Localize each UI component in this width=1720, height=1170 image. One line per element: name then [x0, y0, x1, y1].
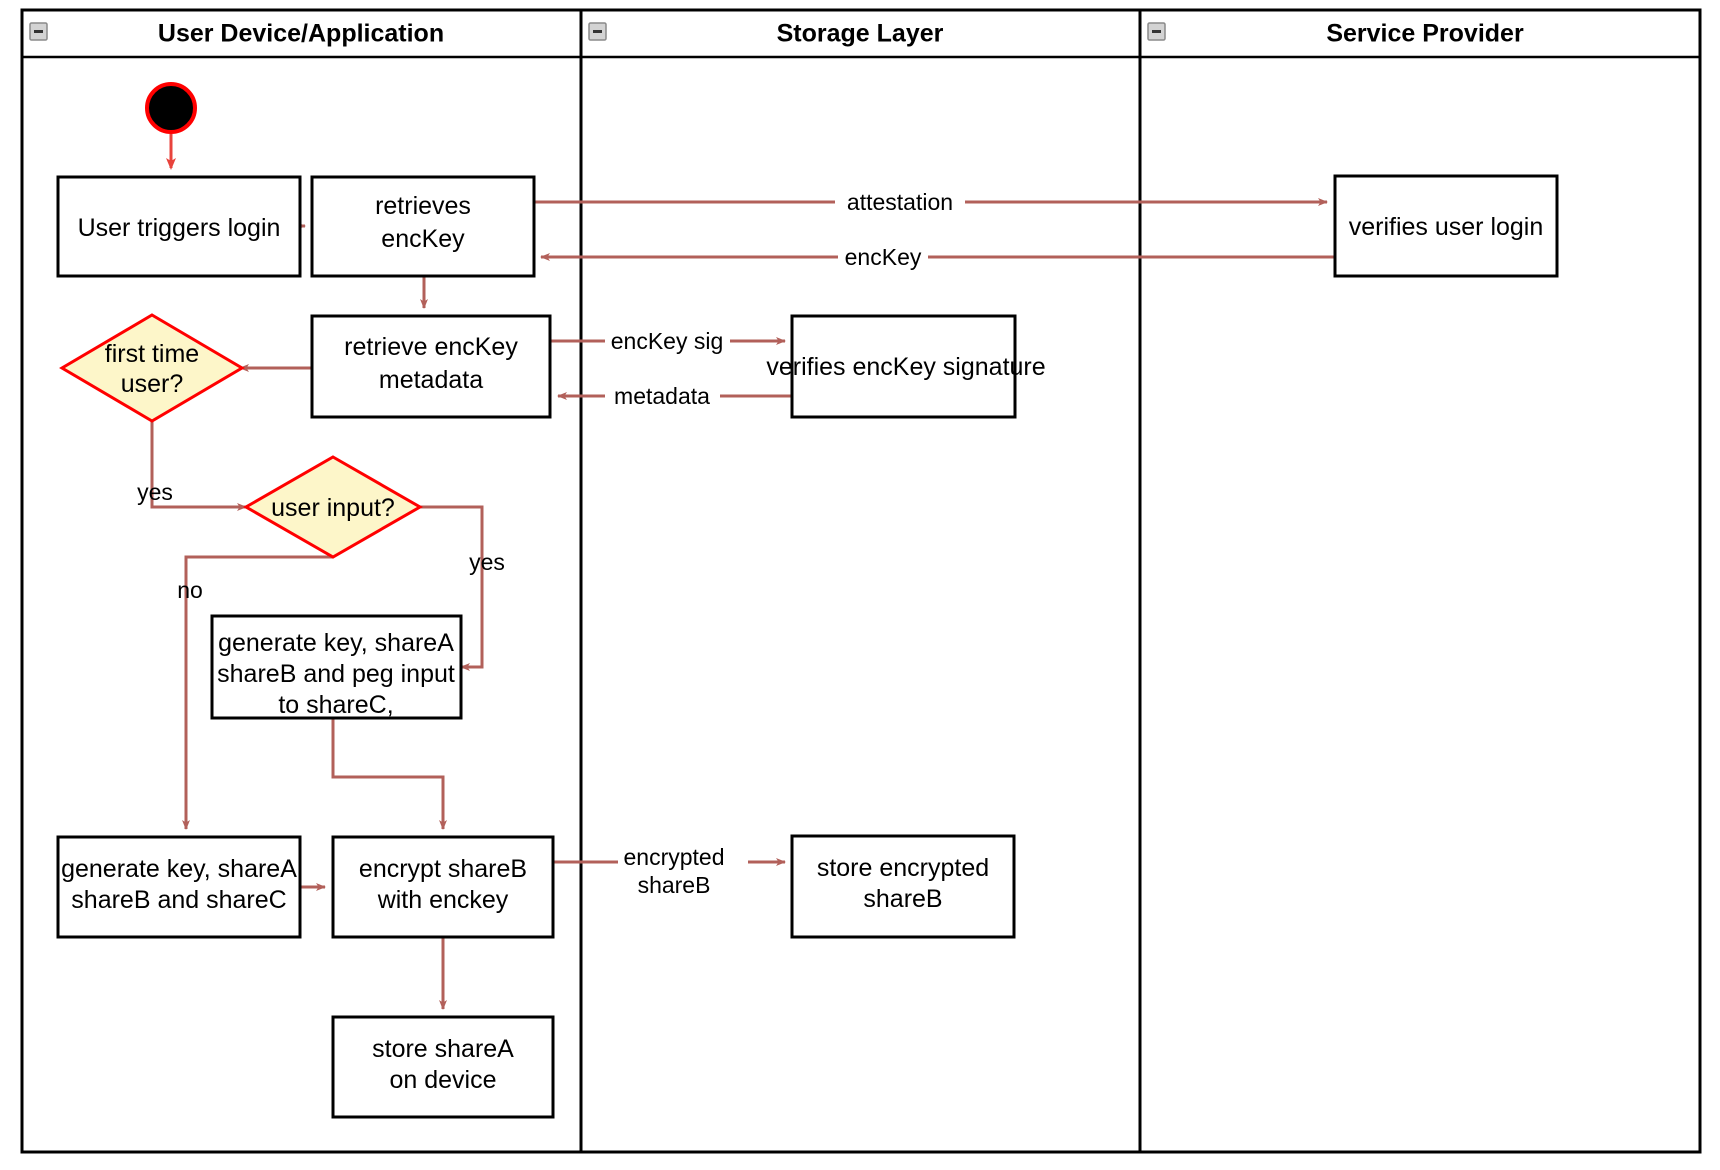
edge-userinput-no	[182, 555, 333, 830]
edge-label-enckey-sig: encKey sig	[605, 327, 730, 355]
action-label-line1: generate key, shareA	[218, 629, 454, 657]
action-generate-key-peg[interactable]: generate key, shareA shareB and peg inpu…	[210, 614, 463, 720]
action-label-line3: to shareC,	[278, 691, 393, 719]
edge-label-attestation: attestation	[835, 188, 965, 216]
lane-header-user-device[interactable]: User Device/Application	[29, 20, 444, 48]
action-encrypt-shareb[interactable]: encrypt shareB with enckey	[331, 835, 555, 939]
edge-firsttime-yes	[150, 421, 247, 511]
svg-text:no: no	[177, 577, 203, 603]
action-label-line1: generate key, shareA	[61, 855, 297, 883]
decision-first-time-user[interactable]: first time user?	[59, 313, 245, 423]
lane-title-service-provider: Service Provider	[1326, 20, 1524, 48]
action-store-sharea[interactable]: store shareA on device	[331, 1015, 555, 1119]
lane-title-user-device: User Device/Application	[158, 20, 444, 48]
action-label-line1: store encrypted	[817, 854, 989, 882]
action-generate-key-shares[interactable]: generate key, shareA shareB and shareC	[56, 835, 302, 939]
edge-userinput-yes	[420, 505, 484, 671]
decision-user-input[interactable]: user input?	[242, 455, 424, 559]
action-label-line2: with enckey	[377, 886, 509, 914]
edge-label-yes-first: yes	[137, 479, 173, 505]
action-retrieve-enckey-metadata[interactable]: retrieve encKey metadata	[310, 314, 552, 419]
swimlane-frame	[20, 8, 1702, 1154]
minus-square-icon[interactable]	[29, 22, 48, 41]
action-label-line2: on device	[389, 1066, 496, 1094]
initial-node[interactable]	[145, 82, 197, 134]
decision-label-line2: user?	[121, 370, 184, 398]
svg-text:yes: yes	[137, 479, 173, 505]
svg-text:metadata: metadata	[614, 383, 710, 409]
action-label-line2: metadata	[379, 366, 483, 394]
action-retrieves-enckey[interactable]: retrieves encKey	[310, 175, 536, 278]
edge-label-enckey: encKey	[838, 243, 928, 271]
edge-label-yes-second: yes	[469, 549, 505, 575]
edge-peg-to-encrypt	[331, 718, 447, 830]
action-label-line1: retrieve encKey	[344, 333, 518, 361]
svg-text:encKey sig: encKey sig	[611, 328, 724, 354]
action-label-line1: encrypt shareB	[359, 855, 527, 883]
decision-label: user input?	[271, 494, 395, 522]
edge-label-encrypted-shareb: encrypted shareB	[618, 843, 748, 898]
minus-square-icon[interactable]	[1147, 22, 1166, 41]
action-label-line1: retrieves	[375, 192, 471, 220]
action-label-line2: shareB and peg input	[217, 660, 455, 688]
lane-title-storage-layer: Storage Layer	[777, 20, 944, 48]
svg-text:shareB: shareB	[638, 872, 711, 898]
action-store-encrypted-shareb[interactable]: store encrypted shareB	[790, 834, 1016, 939]
decision-label-line1: first time	[105, 340, 199, 368]
action-label-line2: encKey	[381, 225, 465, 253]
edge-label-metadata: metadata	[605, 382, 720, 410]
action-verifies-user-login[interactable]: verifies user login	[1333, 174, 1559, 278]
action-label-line2: shareB and shareC	[71, 886, 286, 914]
svg-text:yes: yes	[469, 549, 505, 575]
action-label: verifies user login	[1349, 213, 1544, 241]
svg-text:encrypted: encrypted	[623, 844, 724, 870]
edge-label-no: no	[177, 577, 203, 603]
lane-header-storage-layer[interactable]: Storage Layer	[588, 20, 944, 48]
action-label: verifies encKey signature	[766, 353, 1045, 381]
svg-text:encKey: encKey	[845, 244, 922, 270]
lane-header-service-provider[interactable]: Service Provider	[1147, 20, 1524, 48]
action-user-triggers-login[interactable]: User triggers login	[56, 175, 302, 278]
action-label: User triggers login	[78, 214, 281, 242]
action-label-line1: store shareA	[372, 1035, 514, 1063]
svg-text:attestation: attestation	[847, 189, 953, 215]
action-verifies-enckey-signature[interactable]: verifies encKey signature	[766, 314, 1046, 419]
minus-square-icon[interactable]	[588, 22, 607, 41]
action-label-line2: shareB	[863, 885, 942, 913]
